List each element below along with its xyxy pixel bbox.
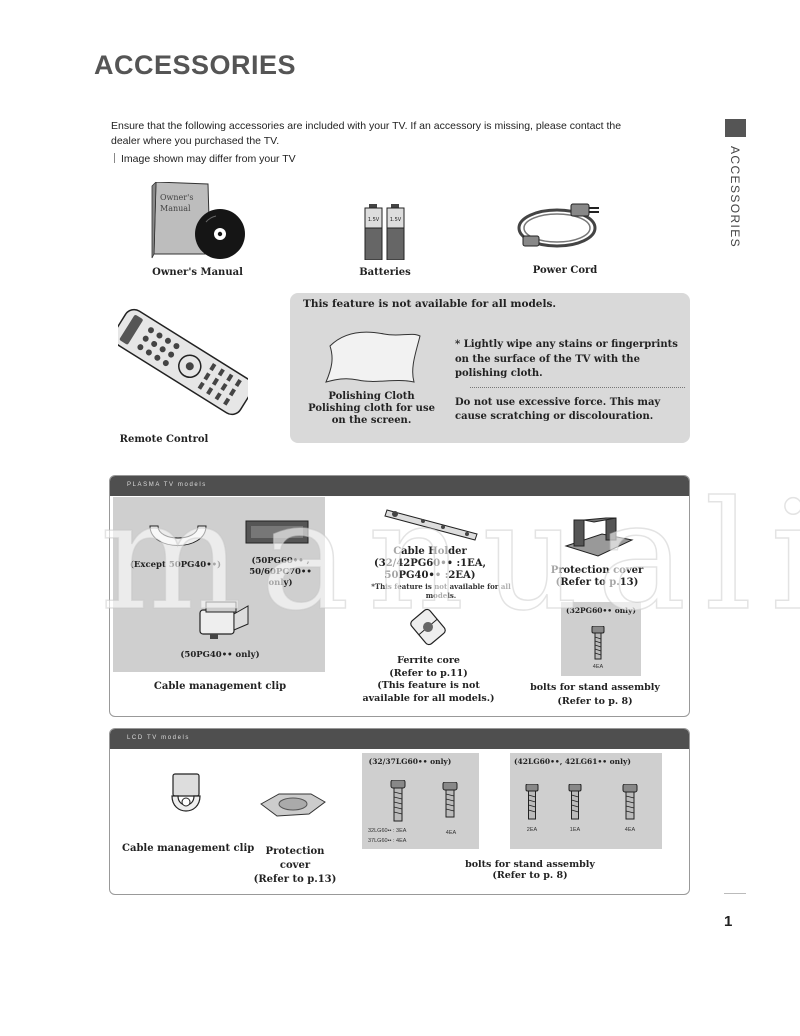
lcd-group2-count-a: 2EA	[526, 827, 538, 833]
plasma-panel-header: PLASMA TV models	[110, 476, 689, 496]
cable-holder-note: *This feature is not available for all m…	[371, 582, 511, 600]
power-cord-label: Power Cord	[532, 265, 598, 276]
lcd-group1-bolt-b-icon	[442, 782, 458, 818]
lcd-protection-title: Protection cover	[265, 846, 325, 871]
feature-note-wipe: * Lightly wipe any stains or fingerprint…	[455, 339, 678, 379]
remote-control-illustration	[118, 292, 248, 432]
plasma-bolt-count: 4EA	[592, 664, 604, 670]
polishing-cloth-caption: Polishing Cloth Polishing cloth for use …	[304, 391, 439, 427]
pg60-label: (50PG60•• , 50/60PC70•• only)	[249, 556, 312, 588]
batteries-label: Batteries	[359, 267, 411, 278]
lcd-protection-ref: (Refer to p.13)	[253, 874, 337, 885]
lcd-bolts-label: bolts for stand assembly	[465, 859, 595, 870]
cable-holder-title: Cable Holder	[393, 546, 467, 557]
lcd-group2-bolt-c-icon	[622, 784, 638, 820]
feature-divider	[470, 387, 685, 388]
feature-box-title: This feature is not available for all mo…	[303, 298, 557, 310]
plasma-bolts-ref: (Refer to p. 8)	[557, 696, 633, 707]
polishing-cloth-desc: Polishing cloth for use on the screen.	[308, 403, 435, 426]
lcd-group2-bolt-b-icon	[568, 784, 582, 820]
remote-control-label: Remote Control	[119, 434, 209, 445]
page-title: ACCESSORIES	[94, 50, 297, 80]
lcd-group1-count-c: 4EA	[445, 830, 457, 836]
lcd-protection-cover-illustration	[257, 788, 327, 820]
lcd-bolts-ref: (Refer to p. 8)	[492, 870, 568, 881]
polishing-cloth-illustration	[324, 328, 424, 386]
power-cord-illustration	[515, 198, 605, 254]
side-tab-label: ACCESSORIES	[728, 146, 742, 249]
owners-manual-illustration	[150, 182, 250, 262]
lcd-clip-label: Cable management clip	[122, 843, 255, 854]
ferrite-note: (This feature is not available for all m…	[362, 680, 495, 704]
side-rule	[724, 893, 746, 894]
image-note: Image shown may differ from your TV	[111, 153, 296, 165]
plasma-protection-cover-caption: Protection cover (Refer to p.13)	[542, 565, 652, 589]
plasma-protection-ref: (Refer to p.13)	[555, 577, 639, 588]
lcd-bolts-caption: bolts for stand assembly (Refer to p. 8)	[460, 859, 600, 881]
batteries-illustration: 1.5V 1.5V	[364, 204, 408, 260]
lcd-panel-header: LCD TV models	[110, 729, 689, 749]
ferrite-ref: (Refer to p.11)	[389, 667, 468, 679]
pg40-clip-illustration	[196, 598, 252, 640]
lcd-clip-illustration	[168, 772, 204, 818]
ferrite-core-illustration	[408, 604, 448, 650]
plasma-protection-title: Protection cover	[550, 565, 644, 576]
lcd-group1-counts: 32LG60•• : 3EA 37LG60•• : 4EA	[368, 826, 406, 846]
lcd-protection-cover-caption: Protection cover (Refer to p.13)	[250, 845, 340, 887]
bar-clip-illustration	[245, 520, 309, 544]
page-number: 1	[724, 913, 733, 930]
side-tab-marker	[725, 119, 746, 137]
manual-cover-text: Owner's Manual	[160, 193, 194, 213]
lcd-bolt-group-1	[362, 753, 479, 849]
plasma-bolts-caption: bolts for stand assembly (Refer to p. 8)	[530, 681, 660, 709]
lcd-group2-count-c: 4EA	[624, 827, 636, 833]
svg-text:1.5V: 1.5V	[368, 217, 380, 223]
lcd-group2-model: (42LG60••, 42LG61•• only)	[514, 757, 631, 766]
lcd-group1-bolt-a-icon	[390, 780, 406, 822]
cable-holder-caption: Cable Holder (32/42PG60•• :1EA, 50PG40••…	[360, 546, 500, 582]
plasma-clip-label: Cable management clip	[153, 681, 287, 692]
plasma-bolt-model: (32PG60•• only)	[566, 606, 636, 615]
polishing-cloth-title: Polishing Cloth	[328, 391, 415, 402]
ferrite-title: Ferrite core	[397, 655, 460, 666]
ferrite-caption: Ferrite core (Refer to p.11) (This featu…	[356, 655, 501, 705]
lcd-group2-count-b: 1EA	[569, 827, 581, 833]
lcd-panel-title: LCD TV models	[127, 735, 191, 741]
feature-note-force: Do not use excessive force. This may cau…	[455, 397, 661, 422]
lcd-group1-count-b: 37LG60•• : 4EA	[368, 838, 407, 844]
plasma-panel-title: PLASMA TV models	[127, 482, 207, 488]
lcd-group1-count-a: 32LG60•• : 3EA	[368, 828, 407, 834]
svg-text:1.5V: 1.5V	[390, 217, 402, 223]
lcd-group1-model: (32/37LG60•• only)	[368, 757, 452, 766]
except-label: (Except 50PG40••)	[129, 560, 222, 570]
intro-text: Ensure that the following accessories ar…	[111, 120, 622, 147]
plasma-bolts-label: bolts for stand assembly	[530, 682, 660, 693]
lcd-group2-bolt-a-icon	[525, 784, 539, 820]
plasma-bolt-icon	[591, 626, 605, 660]
image-note-text: Image shown may differ from your TV	[121, 153, 296, 165]
pg40-label: (50PG40•• only)	[180, 650, 260, 660]
arc-clip-illustration	[146, 522, 210, 558]
note-bar	[114, 153, 115, 163]
owners-manual-label: Owner's Manual	[152, 267, 243, 278]
cable-holder-detail: (32/42PG60•• :1EA, 50PG40•• :2EA)	[374, 558, 486, 581]
cable-holder-illustration	[383, 504, 479, 544]
plasma-protection-cover-illustration	[562, 516, 634, 560]
